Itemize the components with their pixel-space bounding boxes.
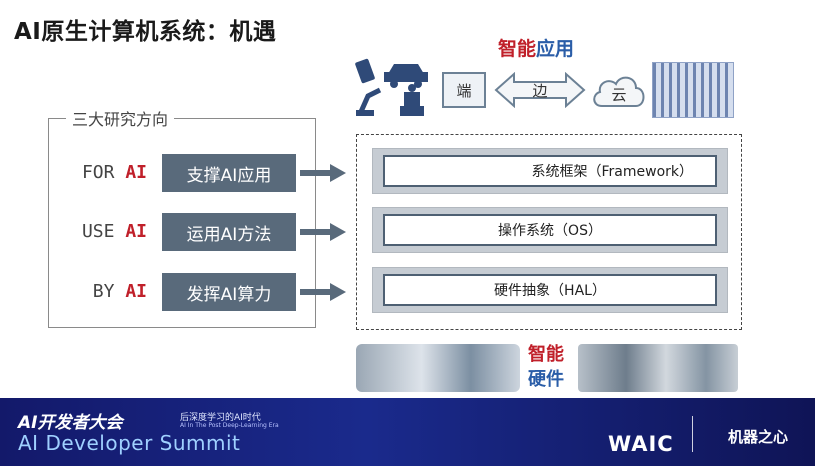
slide-title: AI原生计算机系统：机遇 <box>14 19 277 45</box>
smart-hw-red-text: 智能 <box>528 344 564 365</box>
endpoint-box: 端 <box>442 72 486 108</box>
smart-app-blue-text: 应用 <box>536 38 575 60</box>
framework-layer-label: 系统框架（Framework） <box>383 155 717 187</box>
server-board-image <box>578 344 738 392</box>
arrow-right-icon <box>300 283 346 301</box>
smart-hardware-label: 智能 硬件 <box>528 342 564 392</box>
hal-layer: 硬件抽象（HAL） <box>372 267 728 313</box>
for-prefix: FOR <box>81 162 126 183</box>
by-ai-text: AI <box>125 281 147 302</box>
footer-subtitle-en: AI In The Post Deep-Learning Era <box>180 422 279 429</box>
cloud-icon: 云 <box>590 68 648 112</box>
use-ai-label: USE AI <box>82 221 147 242</box>
os-layer: 操作系统（OS） <box>372 207 728 253</box>
edge-double-arrow: 边 <box>494 71 586 109</box>
ai-compute-button[interactable]: 发挥AI算力 <box>162 273 296 311</box>
waic-logo: WAIC <box>608 432 674 456</box>
use-ai-text: AI <box>125 221 147 242</box>
footer-banner: AI开发者大会 后深度学习的AI时代 AI In The Post Deep-L… <box>0 398 815 466</box>
research-directions-frame <box>48 118 316 328</box>
use-ai-method-button[interactable]: 运用AI方法 <box>162 213 296 251</box>
os-layer-label: 操作系统（OS） <box>383 214 717 246</box>
arrow-right-icon <box>300 164 346 182</box>
footer-conference-name: AI开发者大会 <box>18 413 123 433</box>
smart-app-red-text: 智能 <box>498 38 537 60</box>
server-rack-image <box>652 62 734 118</box>
arrow-right-icon <box>300 223 346 241</box>
for-ai-label: FOR AI <box>82 162 147 183</box>
support-ai-app-button[interactable]: 支撑AI应用 <box>162 154 296 192</box>
use-prefix: USE <box>81 221 126 242</box>
smart-hw-blue-text: 硬件 <box>528 369 564 390</box>
footer-divider <box>692 416 693 452</box>
cloud-label: 云 <box>611 85 627 104</box>
for-ai-text: AI <box>125 162 147 183</box>
hal-layer-label: 硬件抽象（HAL） <box>383 274 717 306</box>
edge-label: 边 <box>532 81 548 100</box>
smart-application-heading: 智能应用 <box>498 34 574 61</box>
footer-subtitle-cn: 后深度学习的AI时代 <box>180 413 261 423</box>
framework-layer: 系统框架（Framework） <box>372 148 728 194</box>
research-directions-title: 三大研究方向 <box>66 106 175 130</box>
by-prefix: BY <box>92 281 126 302</box>
vehicle-hardware-image <box>356 344 520 392</box>
device-robot-car-icon <box>354 56 432 118</box>
system-stack-frame <box>356 134 742 330</box>
by-ai-label: BY AI <box>93 281 147 302</box>
jiqizhixin-logo: 机器之心 <box>728 428 789 446</box>
footer-summit-name: AI Developer Summit <box>18 431 241 455</box>
